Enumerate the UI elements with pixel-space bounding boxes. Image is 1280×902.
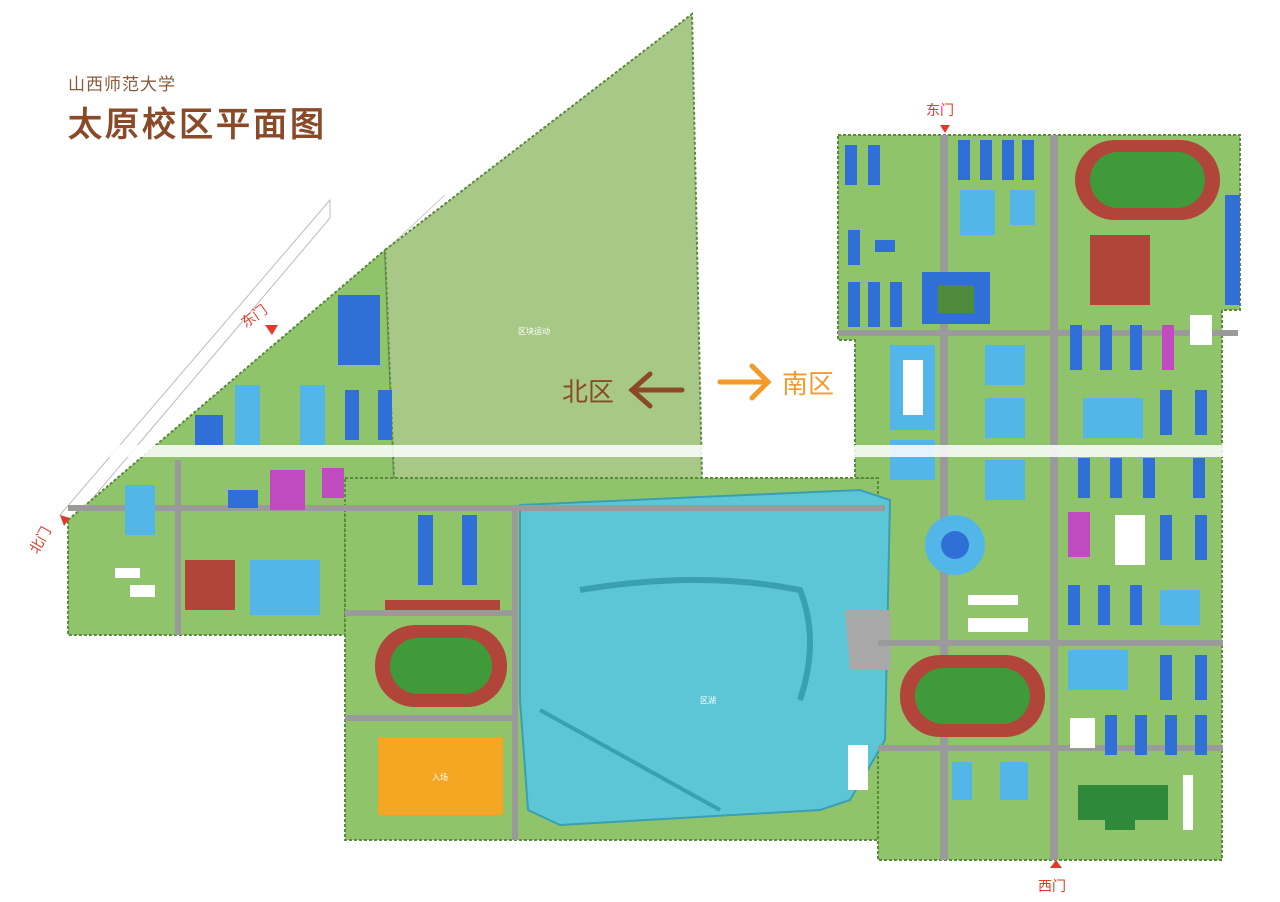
internal-roads xyxy=(68,135,1238,860)
north-buildings xyxy=(115,295,477,615)
orange-court xyxy=(378,737,503,815)
zone-label-south: 南区 xyxy=(782,370,835,400)
gate-arrow-icon xyxy=(60,125,1062,868)
court-label: 入场 xyxy=(432,773,448,782)
tennis-courts xyxy=(185,235,1150,610)
scan-band xyxy=(0,445,1280,457)
right-arrow-icon xyxy=(717,363,772,401)
map-name: 太原校区平面图 xyxy=(68,105,327,145)
gate-label-east: 东门 xyxy=(926,103,954,119)
lake xyxy=(519,488,892,827)
zone-label-north: 北区 xyxy=(562,378,615,408)
lake-label: 区湖 xyxy=(700,696,716,705)
lake-path xyxy=(539,708,721,812)
south-buildings xyxy=(845,140,1240,830)
field-label: 区块运动 xyxy=(518,327,550,336)
track-south-bottom xyxy=(900,655,1045,737)
left-arrow-icon xyxy=(628,371,685,409)
lake-plaza xyxy=(845,610,890,670)
track-south-top xyxy=(1075,140,1220,220)
school-name: 山西师范大学 xyxy=(68,75,176,95)
track-north xyxy=(375,625,507,707)
gate-label-west: 西门 xyxy=(1038,879,1066,895)
south-campus-ground xyxy=(837,134,1241,861)
map-title: 山西师范大学 太原校区平面图 xyxy=(68,70,327,146)
lake-island xyxy=(579,577,813,701)
large-field xyxy=(383,12,704,507)
